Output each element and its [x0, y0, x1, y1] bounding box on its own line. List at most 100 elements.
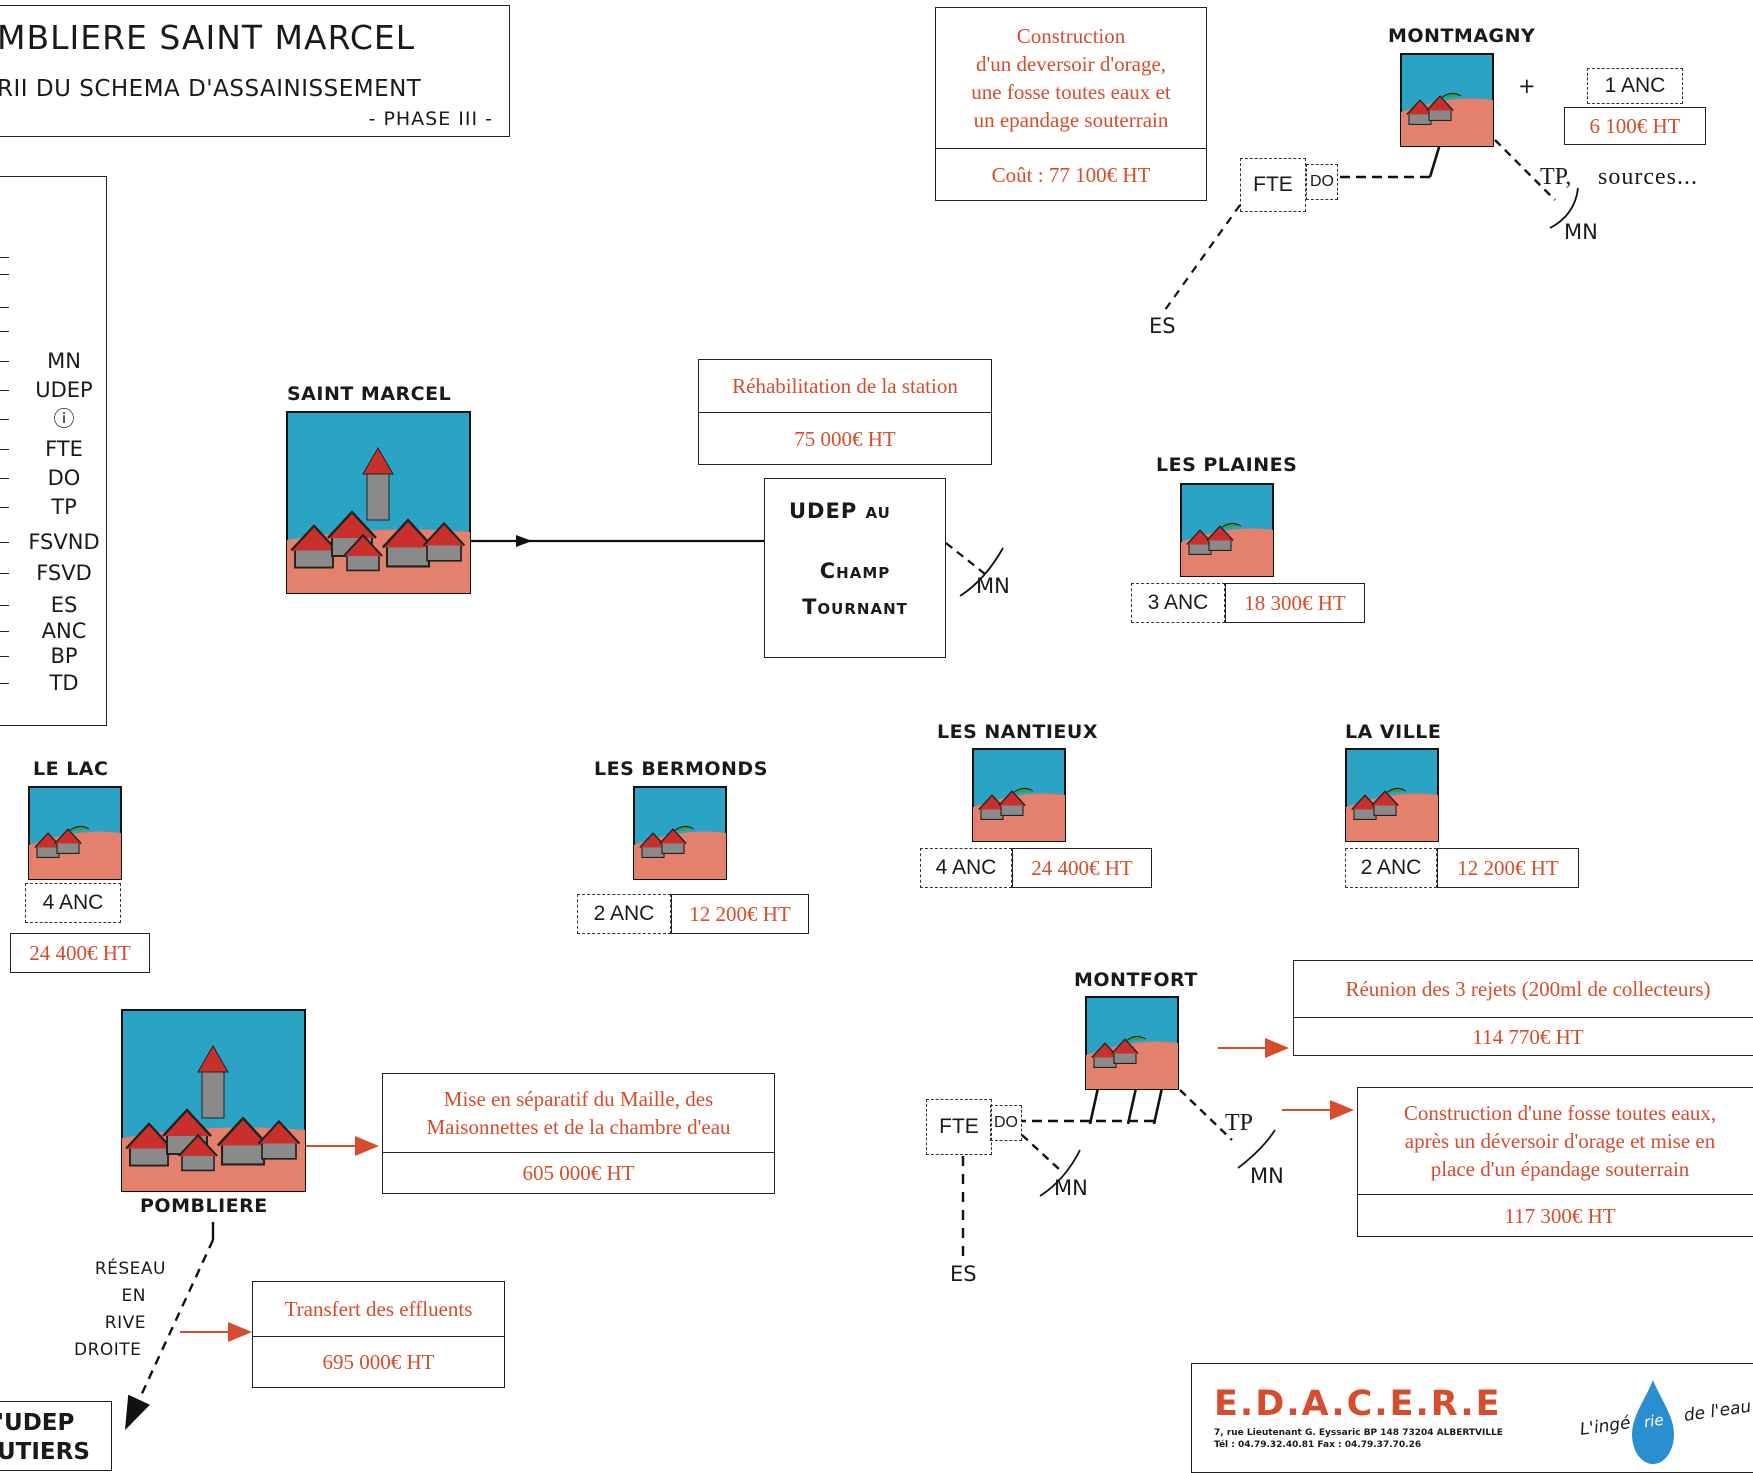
les-plaines-cost-badge: 18 300€ HT [1225, 583, 1365, 623]
udep-line3: Tournant [802, 595, 908, 619]
montfort-do-mn-line [1021, 1134, 1061, 1171]
mn-curve-icon [1237, 1129, 1276, 1169]
separatif-cost-box: Mise en séparatif du Maille, des Maisonn… [382, 1073, 775, 1194]
udep-mn-label: MN [976, 574, 1010, 598]
montfort-mn-label: MN [1250, 1164, 1284, 1188]
saint-marcel-image [286, 411, 471, 594]
page-subtitle: RII DU SCHEMA D'ASSAINISSEMENT [0, 76, 422, 102]
montmagny-anc-badge: 1 ANC [1587, 68, 1683, 104]
transfert-cost-box: Transfert des effluents 695 000€ HT [252, 1281, 505, 1388]
legend-code: TD [49, 671, 79, 695]
les-nantieux-cost-badge: 24 400€ HT [1012, 848, 1152, 888]
company-block: E.D.A.C.E.R.E 7, rue Lieutenant G. Eyssa… [1191, 1363, 1753, 1473]
legend-code: FSVND [28, 530, 100, 554]
montfort-do-mn-label: MN [1054, 1176, 1088, 1200]
company-phone: Tél : 04.79.32.40.81 Fax : 04.79.37.70.2… [1214, 1440, 1422, 1450]
montmagny-image [1400, 53, 1494, 147]
company-tagline-left: L'ingé [1578, 1413, 1632, 1440]
mn-curve-icon [959, 547, 1004, 597]
montmagny-work-cost-box: Construction d'un deversoir d'orage, une… [935, 7, 1207, 201]
montmagny-cost-badge: 6 100€ HT [1564, 107, 1706, 145]
les-bermonds-anc-badge: 2 ANC [577, 894, 671, 934]
les-bermonds-cost-badge: 12 200€ HT [671, 894, 809, 934]
village-label-montfort: MONTFORT [1074, 969, 1198, 991]
village-label-pombliere: POMBLIERE [140, 1195, 268, 1217]
pombliere-image [121, 1009, 306, 1192]
les-nantieux-image [972, 748, 1066, 842]
montmagny-tp-label: TP, [1540, 164, 1572, 190]
fosse-desc: Construction d'une fosse toutes eaux, [1403, 1101, 1717, 1125]
udep-bottom-box: 'UDEP UTIERS [0, 1401, 112, 1471]
montmagny-es-label: ES [1149, 314, 1176, 338]
montfort-fte-badge: FTE [926, 1099, 992, 1155]
udep-station-box: UDEP au Champ Tournant [764, 478, 946, 658]
montfort-image [1085, 996, 1179, 1090]
la-ville-anc-badge: 2 ANC [1345, 848, 1437, 888]
separatif-cost: 605 000€ HT [522, 1161, 635, 1185]
udep-line2: Champ [819, 559, 891, 583]
montmagny-sources-label: sources... [1598, 164, 1698, 190]
montmagny-work-desc: Construction [1016, 24, 1126, 48]
legend-panel: MN UDEP ⓘ FTE DO TP FSVND FSVD ES ANC BP… [0, 176, 107, 726]
fosse-desc: après un déversoir d'orage et mise en [1404, 1129, 1716, 1153]
station-desc: Réhabilitation de la station [732, 374, 958, 398]
udep-mn-line [945, 542, 986, 575]
les-plaines-image [1180, 483, 1274, 577]
village-label-saint-marcel: SAINT MARCEL [287, 383, 452, 405]
le-lac-anc-badge: 4 ANC [25, 883, 121, 923]
le-lac-cost-badge: 24 400€ HT [10, 933, 150, 973]
reunion-desc: Réunion des 3 rejets (200ml de collecteu… [1345, 977, 1711, 1001]
village-label-la-ville: LA VILLE [1345, 721, 1442, 743]
montfort-tp-line [1179, 1089, 1233, 1141]
montmagny-tp-line [1494, 139, 1556, 201]
montmagny-outlet-line [1428, 143, 1442, 178]
water-drop-icon [1632, 1380, 1674, 1464]
page-title: MBLIERE SAINT MARCEL [0, 18, 416, 57]
station-cost-box: Réhabilitation de la station 75 000€ HT [698, 359, 992, 465]
company-name: E.D.A.C.E.R.E [1214, 1384, 1502, 1424]
transfert-desc: Transfert des effluents [284, 1297, 473, 1321]
legend-code: FSVD [36, 561, 92, 585]
mn-curve-icon [1549, 187, 1579, 229]
company-tagline-mid: rie [1642, 1410, 1665, 1432]
les-bermonds-image [633, 786, 727, 880]
la-ville-image [1345, 748, 1439, 842]
montmagny-work-cost: Coût : 77 100€ HT [991, 163, 1151, 187]
village-label-les-nantieux: LES NANTIEUX [937, 721, 1098, 743]
reunion-cost: 114 770€ HT [1472, 1025, 1584, 1049]
montmagny-work-desc: d'un deversoir d'orage, [975, 52, 1167, 76]
udep-line1: UDEP au [789, 499, 891, 523]
company-tagline-right: de l'eau [1682, 1396, 1753, 1426]
legend-code: UDEP [35, 378, 93, 402]
fosse-desc: place d'un épandage souterrain [1430, 1157, 1690, 1181]
legend-code: ES [50, 593, 78, 617]
udep-bottom-line2: UTIERS [0, 1439, 90, 1465]
la-ville-cost-badge: 12 200€ HT [1437, 848, 1579, 888]
montmagny-es-line [1164, 204, 1241, 311]
village-label-montmagny: MONTMAGNY [1388, 25, 1536, 47]
montmagny-work-desc: un epandage souterrain [973, 108, 1169, 132]
fosse-cost: 117 300€ HT [1504, 1204, 1616, 1228]
montmagny-mn-label: MN [1564, 220, 1598, 244]
montfort-es-label: ES [950, 1262, 977, 1286]
le-lac-image [28, 786, 122, 880]
reunion-cost-box: Réunion des 3 rejets (200ml de collecteu… [1293, 960, 1753, 1056]
legend-code: TP [51, 495, 77, 519]
legend-code: ANC [41, 619, 87, 643]
legend-code: FTE [45, 437, 83, 461]
village-label-les-bermonds: LES BERMONDS [594, 758, 768, 780]
montmagny-work-desc: une fosse toutes eaux et [971, 80, 1171, 104]
title-block: MBLIERE SAINT MARCEL RII DU SCHEMA D'ASS… [0, 5, 510, 137]
legend-code: MN [47, 349, 81, 373]
transfert-cost: 695 000€ HT [322, 1350, 435, 1374]
legend-code: DO [47, 466, 81, 490]
station-cost: 75 000€ HT [794, 427, 896, 451]
les-nantieux-anc-badge: 4 ANC [920, 848, 1012, 888]
phase-label: - PHASE III - [368, 108, 493, 130]
rive-droite-arrow [124, 1239, 215, 1431]
plus-sign: + [1518, 74, 1536, 98]
legend-code: BP [50, 644, 78, 668]
montmagny-fte-badge: FTE [1240, 158, 1306, 212]
les-plaines-anc-badge: 3 ANC [1131, 583, 1225, 623]
fosse-cost-box: Construction d'une fosse toutes eaux, ap… [1357, 1087, 1753, 1237]
